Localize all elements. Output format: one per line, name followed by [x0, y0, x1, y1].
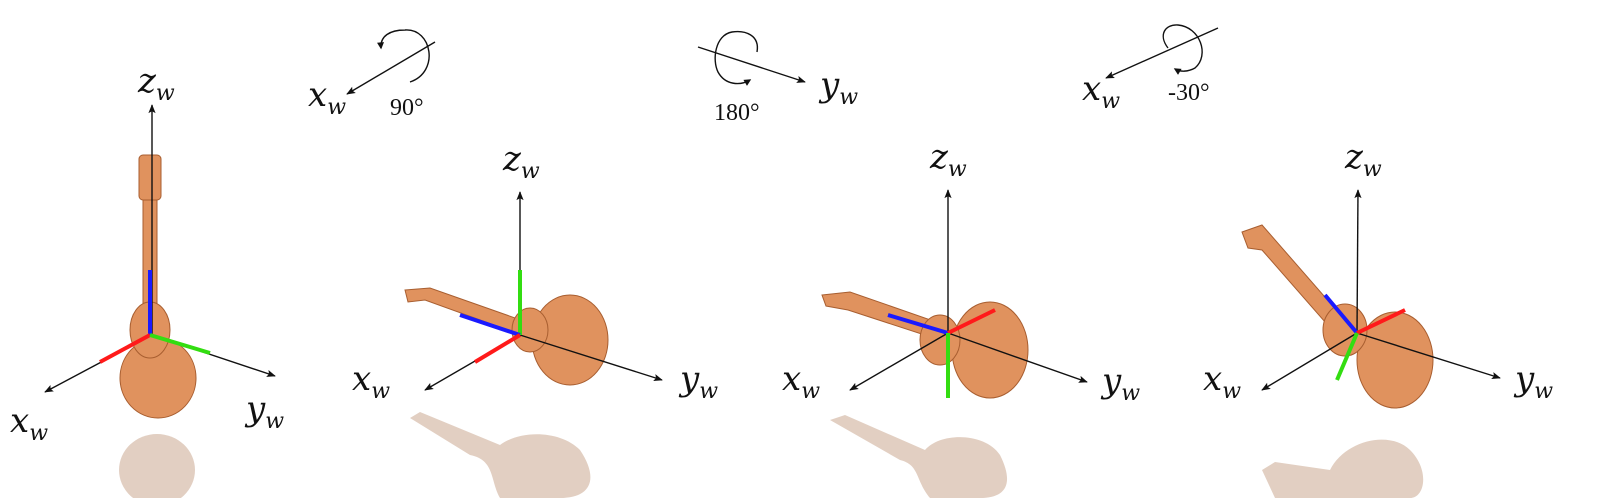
frame-y [1323, 293, 1359, 335]
x-label: xw [1203, 359, 1241, 404]
guitar-shadow [1262, 439, 1424, 498]
rotation-axis-label: xw [308, 75, 346, 120]
frame-y [149, 333, 211, 355]
rotation-arrow-icon [1162, 24, 1203, 75]
z-label: zw [502, 139, 540, 184]
rotation-indicator-x: xw -30° [1082, 24, 1219, 114]
panel-initial: zw xw yw [10, 61, 284, 498]
y-label: yw [678, 359, 718, 404]
frame-z [1335, 332, 1359, 381]
frame-x [473, 333, 522, 364]
guitar-shadow [830, 415, 1008, 498]
rotation-indicator-y: yw 180° [697, 30, 858, 126]
y-label: yw [1100, 361, 1140, 406]
rotation-axis-label: yw [818, 65, 858, 110]
guitar-model [1241, 224, 1434, 409]
rotation-arrow-icon [714, 30, 759, 86]
guitar-shadow [119, 434, 195, 498]
x-label: xw [782, 359, 820, 404]
z-label: zw [137, 61, 175, 106]
y-axis [947, 332, 1088, 383]
frame-x [99, 333, 151, 364]
guitar-model [821, 291, 1029, 399]
guitar-model [119, 154, 197, 419]
y-axis [519, 334, 663, 381]
frame-x [947, 308, 996, 335]
rotation-angle: 90° [390, 95, 424, 121]
z-label: zw [929, 137, 967, 182]
z-axis [1354, 189, 1362, 334]
rotation-angle: -30° [1168, 80, 1210, 106]
y-label: yw [1513, 359, 1553, 404]
rotation-angle: 180° [714, 100, 760, 126]
frame-y [887, 313, 949, 335]
guitar-model [404, 287, 609, 386]
frame-x [1356, 308, 1406, 335]
rotation-axis-label: xw [1082, 69, 1120, 114]
x-axis [849, 332, 949, 391]
z-label: zw [1344, 137, 1382, 182]
y-axis [1356, 332, 1501, 380]
panel-rot-y-180: zw xw yw yw 180° [697, 30, 1140, 498]
frame-y [459, 313, 521, 337]
panel-rot-x-90: zw xw yw xw 90° [308, 29, 718, 498]
y-label: yw [244, 389, 284, 434]
rotation-indicator-x: xw 90° [308, 29, 436, 121]
rotation-arrow-icon [377, 29, 430, 83]
x-label: xw [10, 401, 48, 446]
x-label: xw [352, 359, 390, 404]
panel-rot-x-neg30: zw xw yw xw -30° [1082, 24, 1553, 498]
guitar-shadow [410, 412, 591, 498]
x-axis [1261, 332, 1358, 391]
